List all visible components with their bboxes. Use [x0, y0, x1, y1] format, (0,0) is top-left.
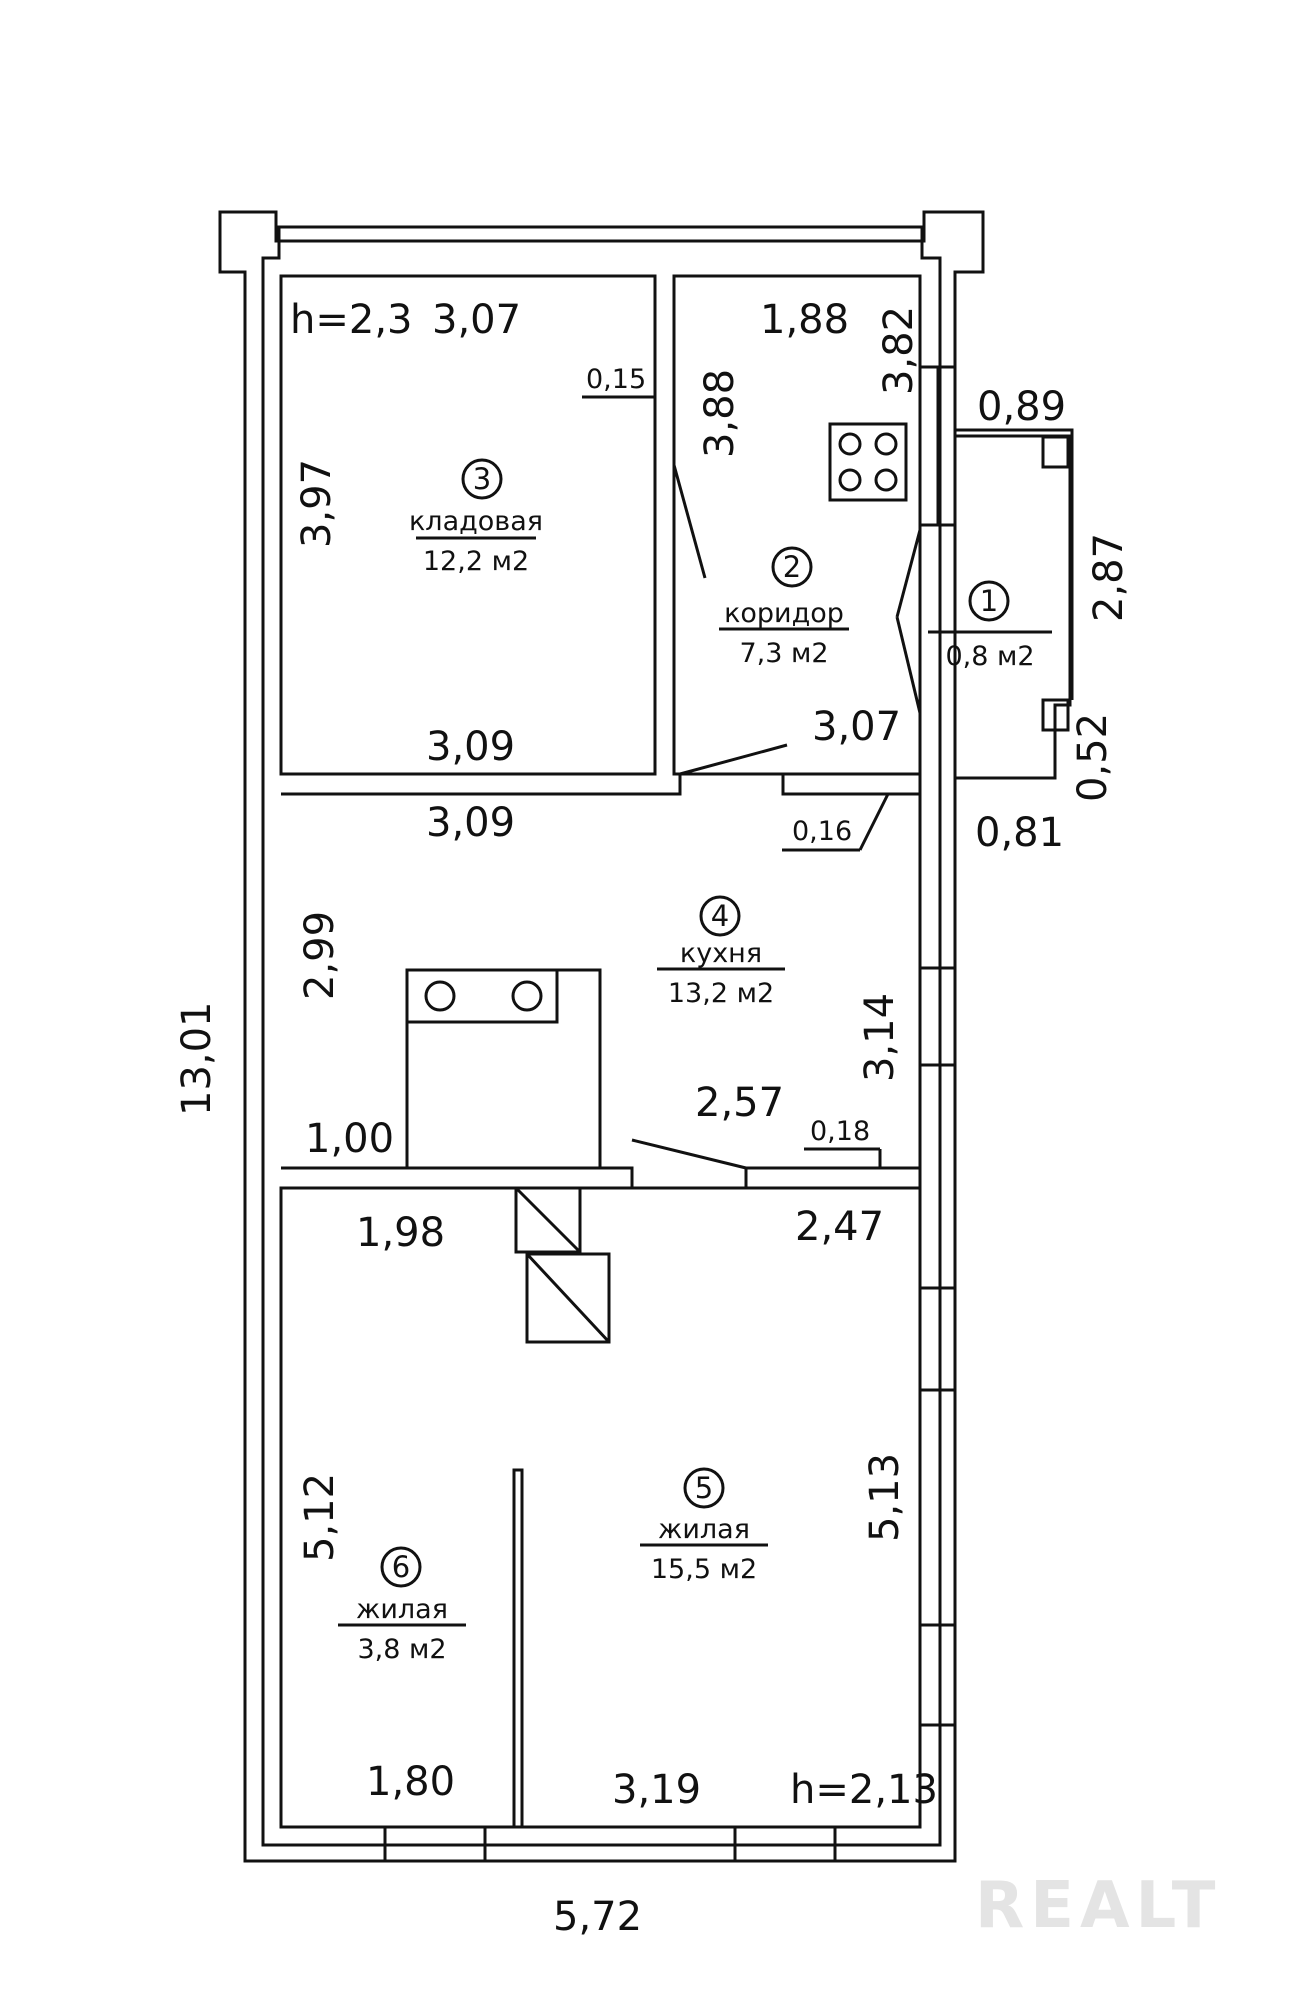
- room-3-name: кладовая: [409, 506, 543, 537]
- vestibule-post-bottom: [1041, 698, 1070, 732]
- rooms-5-6-outline: [279, 1186, 922, 1829]
- room-5-number: 5: [695, 1471, 713, 1505]
- inner-wall: [261, 225, 942, 1847]
- vestibule-post-top: [1041, 435, 1070, 469]
- room-5-name: жилая: [658, 1514, 750, 1545]
- flue-diagonal: [514, 1186, 582, 1254]
- dim-vestibule-bottom: 0,81: [975, 810, 1064, 856]
- room-3-outline: [279, 274, 657, 776]
- dim-room6-top: 1,98: [356, 1210, 445, 1256]
- gas-stove: [828, 422, 908, 502]
- door-swing-vestibule-2: [895, 616, 922, 714]
- door-swing-vestibule: [895, 529, 922, 618]
- dim-room6-side: 5,12: [297, 1473, 343, 1562]
- height-bottom: h=2,13: [790, 1767, 938, 1813]
- room-3-number: 3: [473, 462, 491, 496]
- dim-room6-bottom: 1,80: [366, 1759, 455, 1805]
- dim-overall-length: 13,01: [174, 1001, 220, 1116]
- room-6-area: 3,8 м2: [357, 1634, 446, 1665]
- window-bottom-left: [383, 1825, 487, 1863]
- room-4-name: кухня: [680, 938, 762, 969]
- room-2-area: 7,3 м2: [739, 638, 828, 669]
- dim-vestibule-side: 2,87: [1086, 533, 1132, 622]
- room-4-area: 13,2 м2: [668, 978, 774, 1009]
- dim-room3-side: 3,97: [294, 459, 340, 548]
- dim-kitchen-right: 3,14: [857, 993, 903, 1082]
- dim-corridor-top: 1,88: [760, 297, 849, 343]
- door-swing-room3: [672, 464, 707, 579]
- leader-016-d: [858, 793, 890, 851]
- flue-lower: [525, 1252, 611, 1344]
- window-bottom-right: [733, 1825, 837, 1863]
- burner-1: [424, 980, 456, 1012]
- outer-wall: [218, 210, 985, 1863]
- dim-corridor-right: 3,82: [876, 306, 922, 395]
- door-swing-corridor: [679, 743, 788, 776]
- dim-kitchen-top: 3,09: [426, 800, 515, 846]
- door-swing-kitchen: [631, 1138, 747, 1170]
- dim-overall-width: 5,72: [553, 1894, 642, 1940]
- watermark-logo: REALT: [975, 1869, 1221, 1943]
- gas-burner-2: [874, 432, 898, 456]
- room-4-number: 4: [711, 899, 729, 933]
- gas-burner-4: [874, 468, 898, 492]
- burner-2: [511, 980, 543, 1012]
- room-1-inner: [955, 428, 1074, 700]
- room-3-circle: [461, 458, 503, 500]
- dim-room3-top: 3,07: [432, 297, 521, 343]
- dim-kitchen-bottom: 2,57: [695, 1080, 784, 1126]
- room-6-circle: [380, 1546, 422, 1588]
- dim-room5-side: 5,13: [862, 1453, 908, 1542]
- room-2-name: коридор: [724, 598, 844, 629]
- kitchen-bottom-wall: [281, 1166, 920, 1190]
- dim-corridor-side: 3,88: [697, 369, 743, 458]
- room-5-circle: [683, 1467, 725, 1509]
- room-4-circle: [699, 895, 741, 937]
- dim-vestibule-top: 0,89: [977, 384, 1066, 430]
- room-1-number: 1: [980, 584, 998, 618]
- flue-lower-diagonal: [525, 1252, 611, 1344]
- room-5-area: 15,5 м2: [651, 1554, 757, 1585]
- dim-wall-018: 0,18: [810, 1116, 870, 1147]
- dim-vestibule-step: 0,52: [1070, 713, 1116, 802]
- gas-burner-1: [838, 432, 862, 456]
- stove-top: [405, 968, 559, 1024]
- room-1-circle: [968, 580, 1010, 622]
- dim-wall-016: 0,16: [792, 816, 852, 847]
- dim-room3-bottom: 3,09: [426, 724, 515, 770]
- dim-room5-top: 2,47: [795, 1204, 884, 1250]
- room-2-circle: [771, 546, 813, 588]
- dim-kitchen-left: 2,99: [297, 911, 343, 1000]
- dim-room5-bottom: 3,19: [612, 1767, 701, 1813]
- dim-partition-015: 0,15: [586, 364, 646, 395]
- room-1-area: 0,8 м2: [945, 641, 1034, 672]
- room-6-name: жилая: [356, 1594, 448, 1625]
- dim-kitchen-stove: 1,00: [305, 1116, 394, 1162]
- room-6-number: 6: [392, 1550, 410, 1584]
- room-3-area: 12,2 м2: [423, 546, 529, 577]
- dim-corridor-bottom: 3,07: [812, 704, 901, 750]
- height-top: h=2,3: [290, 297, 412, 343]
- stove: [405, 968, 602, 1170]
- room-2-number: 2: [783, 550, 801, 584]
- gas-burner-3: [838, 468, 862, 492]
- partition-6-5: [512, 1468, 524, 1829]
